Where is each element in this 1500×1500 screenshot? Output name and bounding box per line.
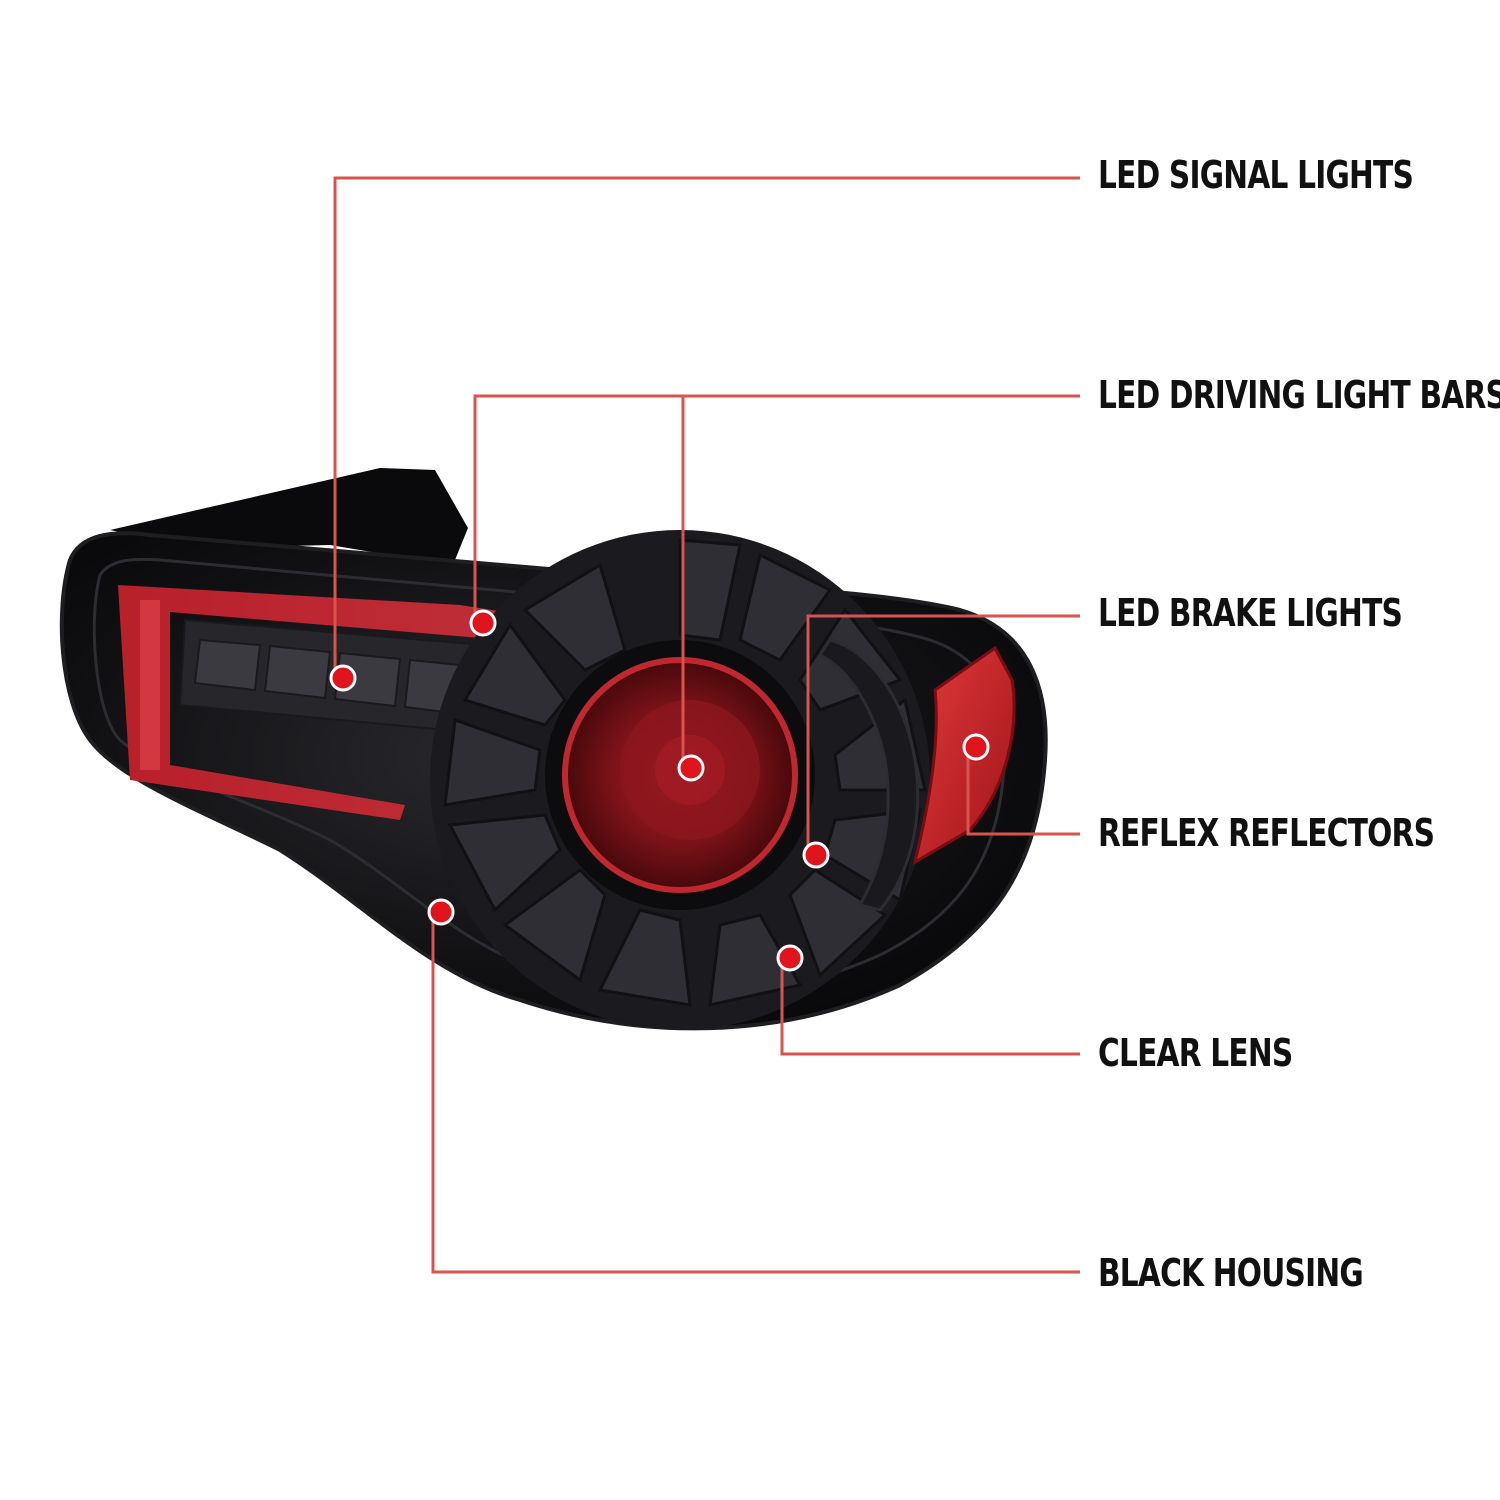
marker-housing xyxy=(427,898,455,926)
label-led-brake-lights: LED BRAKE LIGHTS xyxy=(1098,591,1403,635)
leader-line-lens xyxy=(780,961,1080,1056)
leader-lines xyxy=(333,176,1080,1274)
label-reflex-reflectors: REFLEX REFLECTORS xyxy=(1098,811,1435,855)
marker-dots xyxy=(329,609,990,972)
leader-line-brake xyxy=(806,614,1080,852)
leader-line-reflex xyxy=(966,750,1080,836)
label-led-signal-lights: LED SIGNAL LIGHTS xyxy=(1098,153,1414,197)
marker-driving-eye xyxy=(677,754,705,782)
marker-reflex xyxy=(962,733,990,761)
leader-line-driving-bar xyxy=(473,394,1080,620)
marker-driving-bar xyxy=(469,609,497,637)
marker-lens xyxy=(776,944,804,972)
marker-signal xyxy=(329,664,357,692)
leader-line-housing xyxy=(431,912,1080,1274)
label-black-housing: BLACK HOUSING xyxy=(1098,1251,1364,1295)
reflex-reflector xyxy=(817,638,1016,912)
marker-brake xyxy=(802,841,830,869)
label-clear-lens: CLEAR LENS xyxy=(1098,1031,1293,1075)
leader-line-signal xyxy=(333,176,1080,676)
label-led-driving-light-bars: LED DRIVING LIGHT BARS xyxy=(1098,373,1500,417)
